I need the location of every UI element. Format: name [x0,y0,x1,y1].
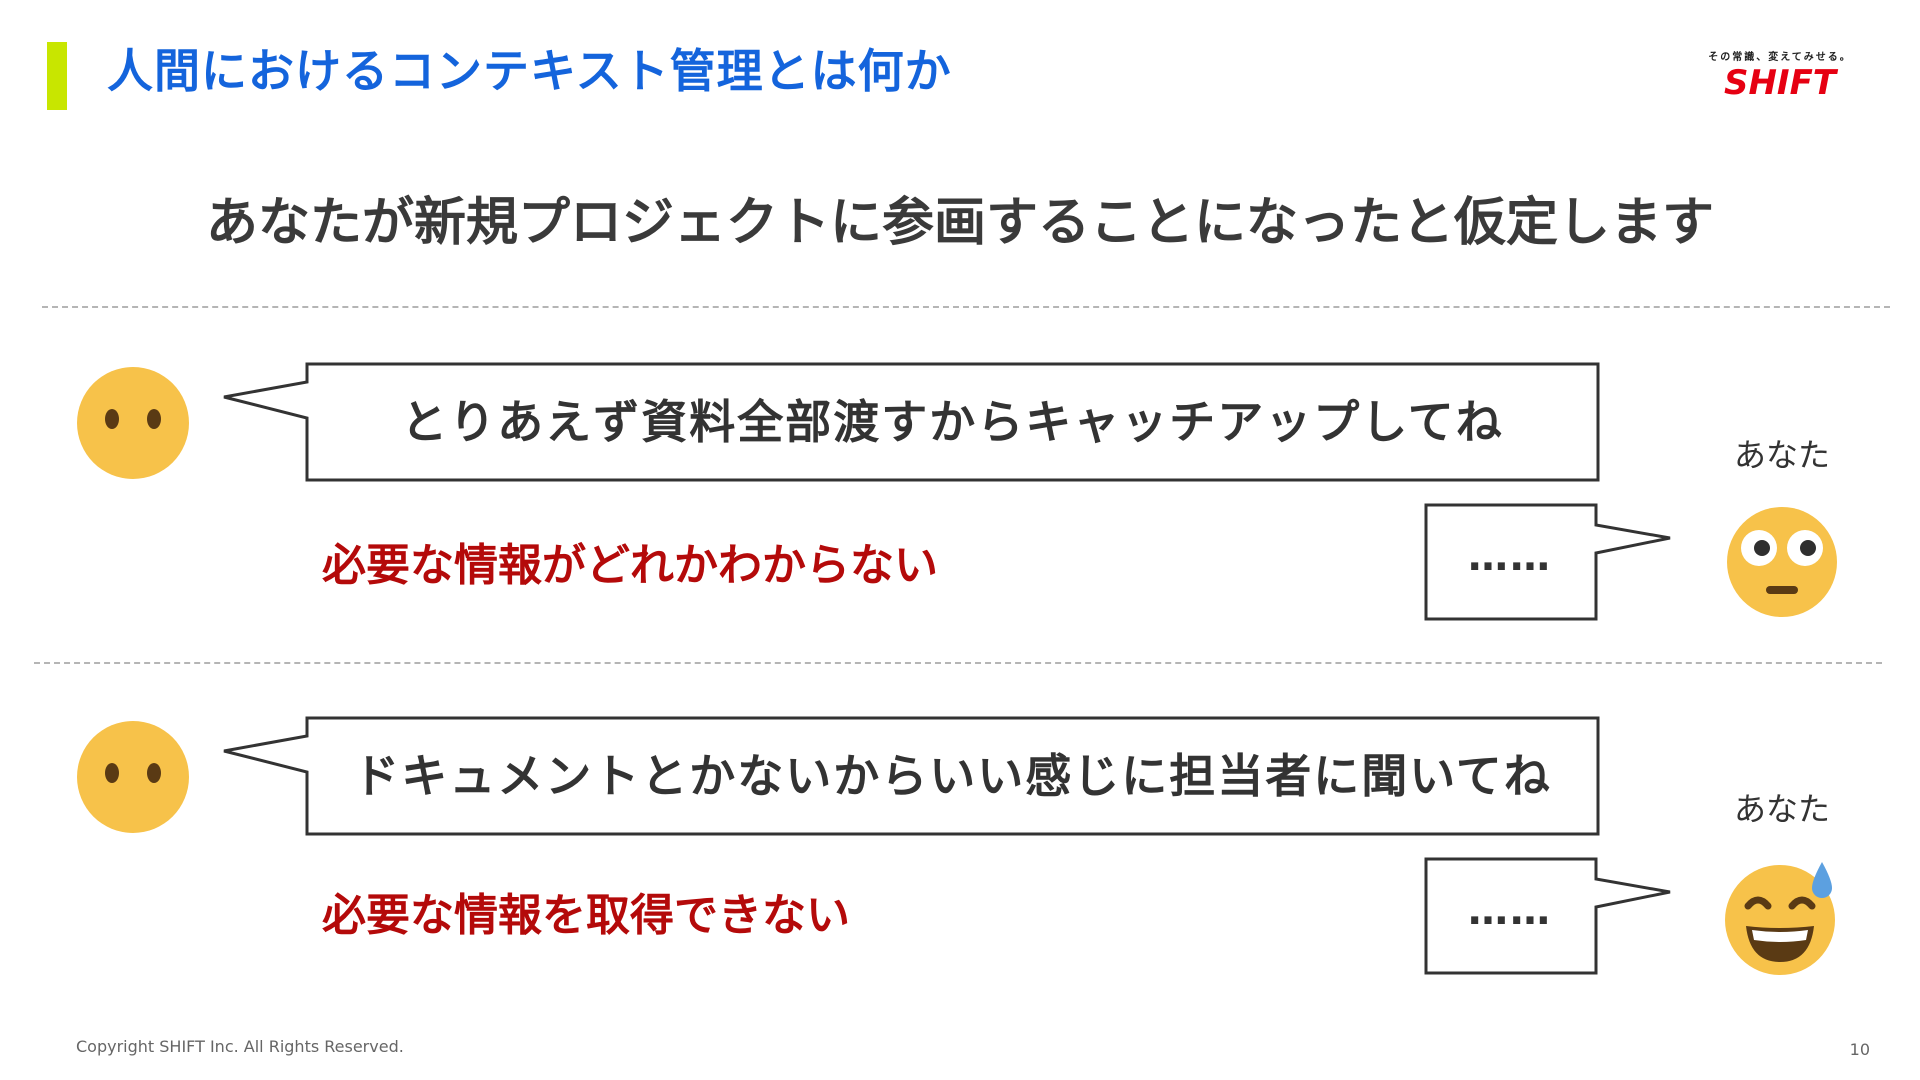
neutral-face-icon [77,367,189,479]
problem-text-1: 必要な情報がどれかわからない [322,540,938,591]
reply-text-2: …… [1468,888,1552,934]
shift-logo: SHIFT [1724,64,1839,100]
reply-bubble-2 [1424,857,1671,975]
copyright-notice: Copyright SHIFT Inc. All Rights Reserved… [76,1037,404,1056]
scenario-statement: あなたが新規プロジェクトに参画することになったと仮定します [205,193,1714,253]
speech-bubble-2 [223,716,1600,836]
you-label-2: あなた [1733,790,1830,828]
problem-text-2: 必要な情報を取得できない [322,890,850,941]
neutral-face-icon [77,721,189,833]
reply-bubble-1 [1424,503,1671,621]
page-title: 人間におけるコンテキスト管理とは何か [107,44,952,98]
divider-top [42,306,1890,308]
title-accent-bar [47,42,67,110]
speech-text-1: とりあえず資料全部渡すからキャッチアップしてね [401,395,1504,449]
divider-middle [34,662,1882,664]
page-number: 10 [1849,1040,1870,1059]
reply-text-1: …… [1468,534,1552,580]
grinning-sweat-face-icon [1725,862,1835,975]
flushed-face-icon [1727,507,1837,617]
speech-bubble-1 [223,362,1600,482]
you-label-1: あなた [1733,436,1830,474]
speech-text-2: ドキュメントとかないからいい感じに担当者に聞いてね [353,749,1552,803]
logo-tagline: その常識、変えてみせる。 [1708,52,1852,63]
logo-wordmark: SHIFT [1724,64,1839,100]
